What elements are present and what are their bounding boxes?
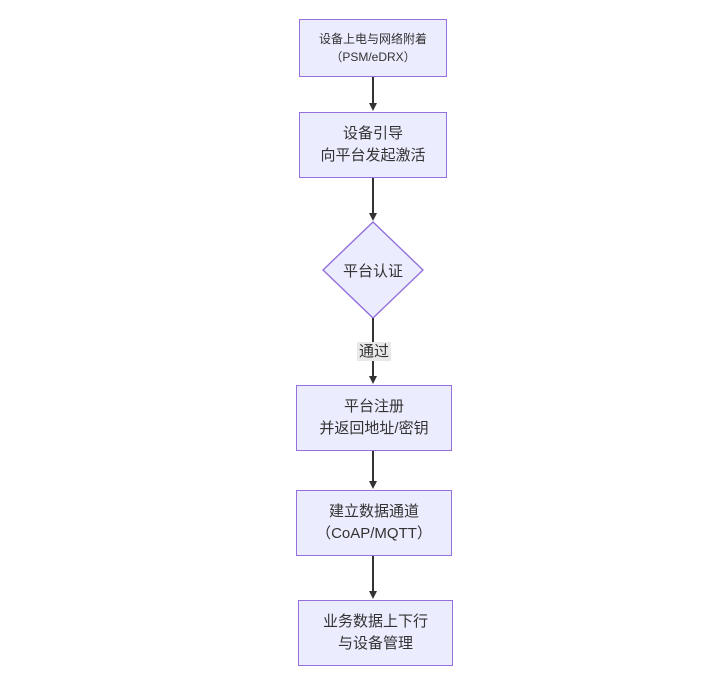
arrowhead-icon [368, 591, 377, 599]
node-business: 业务数据上下行 与设备管理 [298, 600, 453, 666]
arrow-power-to-bootstrap [368, 77, 378, 111]
arrow-bootstrap-to-auth [368, 178, 378, 221]
node-platform-auth: 平台认证 [322, 221, 424, 319]
node-business-line1: 业务数据上下行 [322, 613, 428, 630]
node-register-line1: 平台注册 [343, 398, 404, 415]
edge-label-pass: 通过 [356, 342, 392, 361]
node-bootstrap: 设备引导 向平台发起激活 [299, 112, 447, 178]
node-data-channel: 建立数据通道 （CoAP/MQTT） [296, 490, 452, 556]
node-register-line2: 并返回地址/密钥 [319, 420, 429, 437]
node-bootstrap-line1: 设备引导 [342, 125, 403, 142]
node-bootstrap-line2: 向平台发起激活 [320, 147, 426, 164]
node-platform-auth-label: 平台认证 [342, 262, 403, 280]
arrow-shaft [372, 556, 374, 592]
node-power-attach: 设备上电与网络附着 （PSM/eDRX） [299, 19, 447, 77]
arrow-channel-to-business [368, 556, 378, 599]
arrow-shaft [372, 77, 374, 104]
arrowhead-icon [368, 103, 377, 111]
arrowhead-icon [368, 376, 377, 384]
arrow-register-to-channel [368, 451, 378, 489]
arrow-shaft [372, 178, 374, 214]
arrow-shaft [372, 451, 374, 482]
node-business-line2: 与设备管理 [337, 635, 413, 652]
node-data-channel-line1: 建立数据通道 [328, 503, 419, 520]
node-power-attach-line2: （PSM/eDRX） [330, 50, 416, 64]
node-power-attach-line1: 设备上电与网络附着 [318, 32, 427, 46]
arrowhead-icon [368, 481, 377, 489]
node-register: 平台注册 并返回地址/密钥 [296, 385, 452, 451]
arrowhead-icon [368, 213, 377, 221]
node-data-channel-line2: （CoAP/MQTT） [316, 525, 432, 542]
